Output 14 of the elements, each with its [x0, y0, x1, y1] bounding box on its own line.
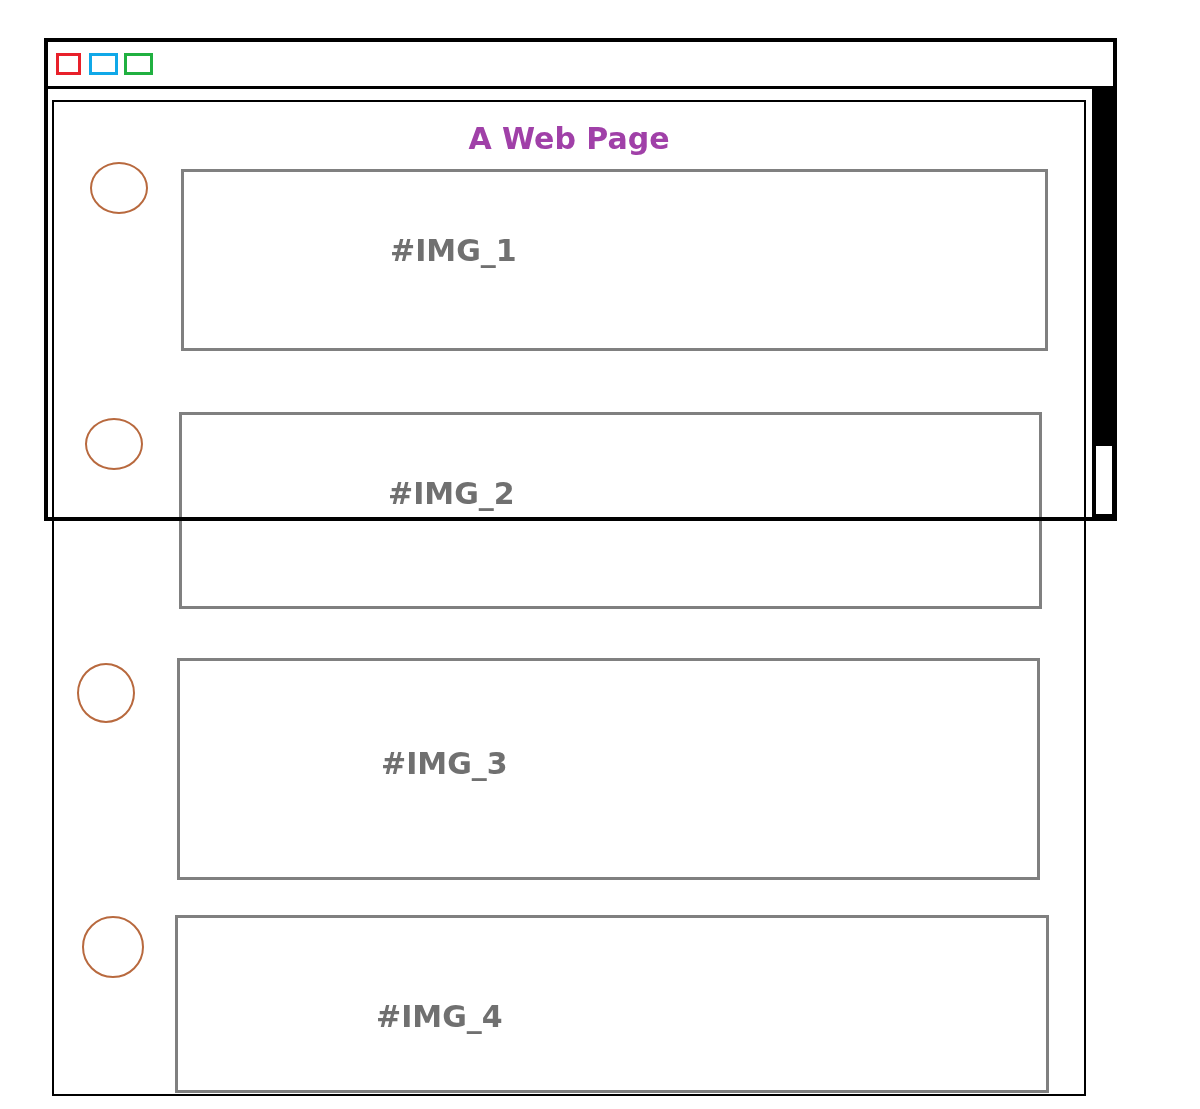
image-placeholder-box [175, 915, 1049, 1093]
image-placeholder-box [177, 658, 1040, 880]
circle-placeholder [90, 162, 148, 214]
image-label: #IMG_4 [376, 998, 503, 1036]
image-label: #IMG_3 [381, 745, 508, 783]
image-placeholder-box [181, 169, 1048, 351]
image-label: #IMG_2 [388, 475, 515, 513]
page-title: A Web Page [468, 120, 670, 158]
circle-placeholder [82, 916, 144, 978]
circle-placeholder [77, 663, 135, 723]
image-label: #IMG_1 [390, 232, 517, 270]
web-page-frame [52, 100, 1086, 1096]
circle-placeholder [85, 418, 143, 470]
image-placeholder-box [179, 412, 1042, 609]
